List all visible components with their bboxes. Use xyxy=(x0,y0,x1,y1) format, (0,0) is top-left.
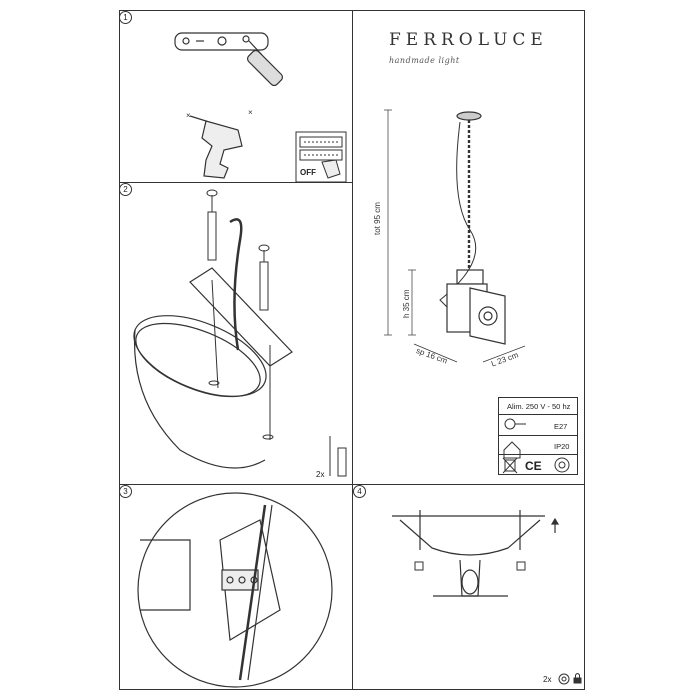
column-divider xyxy=(352,10,353,690)
spec-power: Alim. 250 V - 50 hz xyxy=(507,402,571,411)
weee-icon xyxy=(502,457,518,474)
mounting-bracket xyxy=(174,32,269,51)
spec-box: Alim. 250 V - 50 hz E27 IP20 CE xyxy=(498,397,578,475)
dimension-lines xyxy=(384,109,526,363)
step-number-3: 3 xyxy=(119,485,132,498)
divider-step1 xyxy=(119,182,352,183)
ce-icon: CE xyxy=(525,459,542,473)
svg-text:×: × xyxy=(186,111,191,120)
spec-ip: IP20 xyxy=(554,442,570,451)
ceiling-canopy xyxy=(133,315,267,469)
step-number-4: 4 xyxy=(353,485,366,498)
canopy-mount xyxy=(392,510,560,597)
breaker-icon xyxy=(295,131,347,183)
step-number-2: 2 xyxy=(119,183,132,196)
dimension-total: tot 95 cm xyxy=(373,202,382,235)
screwdriver-icon xyxy=(246,40,284,87)
nut-icon xyxy=(414,561,570,685)
switch-off-label: OFF xyxy=(300,168,316,177)
brand-name: FERROLUCE xyxy=(389,30,548,50)
pendant-lamp xyxy=(439,111,506,345)
bulb-icon xyxy=(504,418,526,430)
ambient-icon xyxy=(554,457,570,473)
spec-socket: E27 xyxy=(554,422,568,431)
brand-tagline: handmade light xyxy=(389,56,460,65)
dimension-height: h 35 cm xyxy=(402,289,411,318)
drill-icon: × × xyxy=(186,108,253,179)
divider-step2 xyxy=(119,484,585,485)
svg-text:×: × xyxy=(248,108,253,117)
wall-anchors xyxy=(206,189,347,477)
anchor-quantity: 2x xyxy=(316,470,325,479)
wall-bracket xyxy=(189,267,293,367)
step-number-1: 1 xyxy=(119,11,132,24)
wiring-detail xyxy=(137,492,333,688)
nut-quantity: 2x xyxy=(543,675,552,684)
lock-icon xyxy=(573,673,582,684)
